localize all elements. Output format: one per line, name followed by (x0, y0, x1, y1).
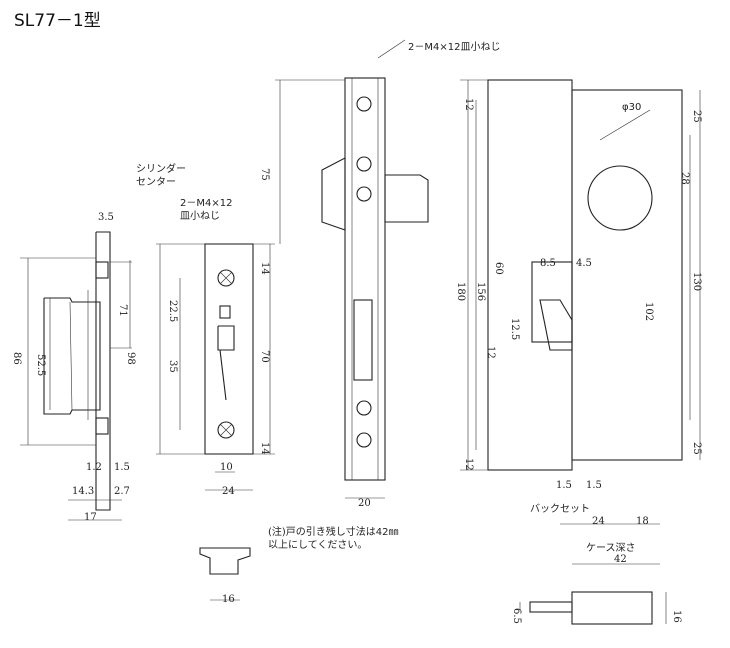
dimension-strike-6: 1.5 (114, 462, 130, 473)
lock-front-view (275, 39, 429, 499)
dimension-front-1: 20 (358, 498, 371, 509)
dimension-plate-5: 10 (220, 462, 233, 473)
dimension-side-12: 25 (691, 442, 702, 455)
dimension-strike-1: 71 (117, 304, 128, 317)
screws-top-label: 2－M4×12皿小ねじ (408, 41, 500, 53)
dimension-side-0: 12 (463, 98, 474, 111)
dimension-side-5: 4.5 (576, 258, 592, 269)
strike-plate-side-view (20, 231, 132, 521)
dimension-side-17: 18 (636, 516, 649, 527)
lock-side-view (460, 79, 701, 565)
dimension-side-8: 25 (691, 110, 702, 123)
cylinder-center-label: シリンダーセンター (136, 162, 186, 188)
dimension-side-7: 12 (485, 346, 496, 359)
dimension-strike-9: 17 (84, 512, 97, 523)
backset-label: バックセット (530, 503, 590, 515)
dimension-front-0: 75 (259, 168, 270, 181)
dimension-side-2: 156 (475, 282, 486, 301)
dimension-plate-4: 14 (259, 442, 270, 455)
dimension-strike-3: 52.5 (35, 354, 46, 376)
dimension-plate-7: 16 (222, 594, 235, 605)
dimension-plate-2: 14 (259, 262, 270, 275)
dimension-side-14: 1.5 (556, 480, 572, 491)
dimension-strike-2: 86 (11, 352, 22, 365)
dimension-strike-0: 3.5 (98, 212, 114, 223)
dimension-side-3: 60 (493, 262, 504, 275)
cylinder-cap-detail (199, 547, 251, 601)
dimension-side-15: 1.5 (586, 480, 602, 491)
dimension-side-20: 16 (671, 610, 682, 623)
dimension-side-10: 130 (691, 272, 702, 291)
case-depth-label: ケース深さ (586, 542, 636, 554)
phi30-label: φ30 (622, 102, 641, 113)
dimension-plate-0: 22.5 (167, 300, 178, 322)
dimension-side-18: 42 (614, 554, 627, 565)
dimension-labels: 3.5 71 86 52.5 98 1.2 1.5 14.3 2.7 17 22.5 35 14 70 14… (11, 98, 702, 624)
dimension-side-4: 8.5 (540, 258, 556, 269)
dimension-side-9: 28 (679, 172, 690, 185)
dimension-side-19: 6.5 (511, 608, 522, 624)
dimension-plate-3: 70 (259, 350, 270, 363)
dimension-strike-7: 14.3 (72, 486, 94, 497)
dimension-side-13: 12 (463, 458, 474, 471)
dimension-side-11: 102 (643, 302, 654, 321)
note-label: (注)戸の引き残し寸法は42㎜以上にしてください。 (268, 525, 399, 551)
dimension-strike-5: 1.2 (86, 462, 102, 473)
dimension-side-16: 24 (592, 516, 605, 527)
drawing-title: SL77－1型 (14, 11, 101, 31)
dimension-side-1: 180 (455, 282, 466, 301)
face-plate-front-view (156, 243, 275, 491)
pin-detail (519, 591, 667, 625)
dimension-side-6: 12.5 (509, 318, 520, 340)
dimension-plate-1: 35 (167, 360, 178, 373)
dimension-plate-6: 24 (222, 486, 235, 497)
dimension-strike-8: 2.7 (114, 486, 130, 497)
dimension-strike-4: 98 (125, 352, 136, 365)
